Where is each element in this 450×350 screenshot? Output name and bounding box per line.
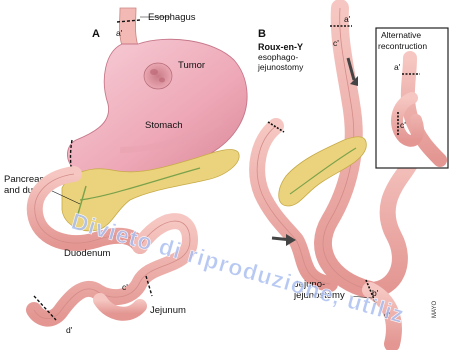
marker-c-prime: c': [122, 282, 128, 292]
panel-b-title-2: esophago-: [258, 52, 298, 62]
label-jejunum: Jejunum: [150, 305, 186, 316]
inset-alternative-reconstruction: Alternative recontruction a' c': [376, 28, 448, 168]
inset-marker-a-prime: a': [394, 62, 401, 72]
label-esophagus: Esophagus: [148, 12, 196, 23]
panel-b-title-3: jejunostomy: [257, 62, 304, 72]
tumor-nodule: [150, 69, 158, 75]
tumor-nodule: [159, 78, 165, 83]
inset-title-2: recontruction: [378, 41, 427, 51]
panel-b-letter: B: [258, 28, 266, 40]
inset-title-1: Alternative: [381, 30, 421, 40]
marker-d-prime: d': [66, 325, 73, 335]
b-marker-c-prime: c': [333, 38, 339, 48]
label-tumor: Tumor: [178, 60, 205, 71]
esophagus: [120, 8, 139, 46]
label-duodenum: Duodenum: [64, 248, 111, 259]
marker-a-prime: a': [116, 28, 123, 38]
tumor: [144, 63, 172, 89]
label-stomach: Stomach: [145, 120, 183, 131]
panel-b-title-1: Roux-en-Y: [258, 42, 303, 52]
b-marker-a-prime: a': [344, 14, 351, 24]
panel-a-letter: A: [92, 28, 100, 40]
credit-text: MAYO: [432, 300, 438, 318]
panel-a: A Esophagus a' Tumor Stomach Pancreas an…: [4, 8, 247, 335]
inset-marker-c-prime: c': [400, 120, 406, 130]
